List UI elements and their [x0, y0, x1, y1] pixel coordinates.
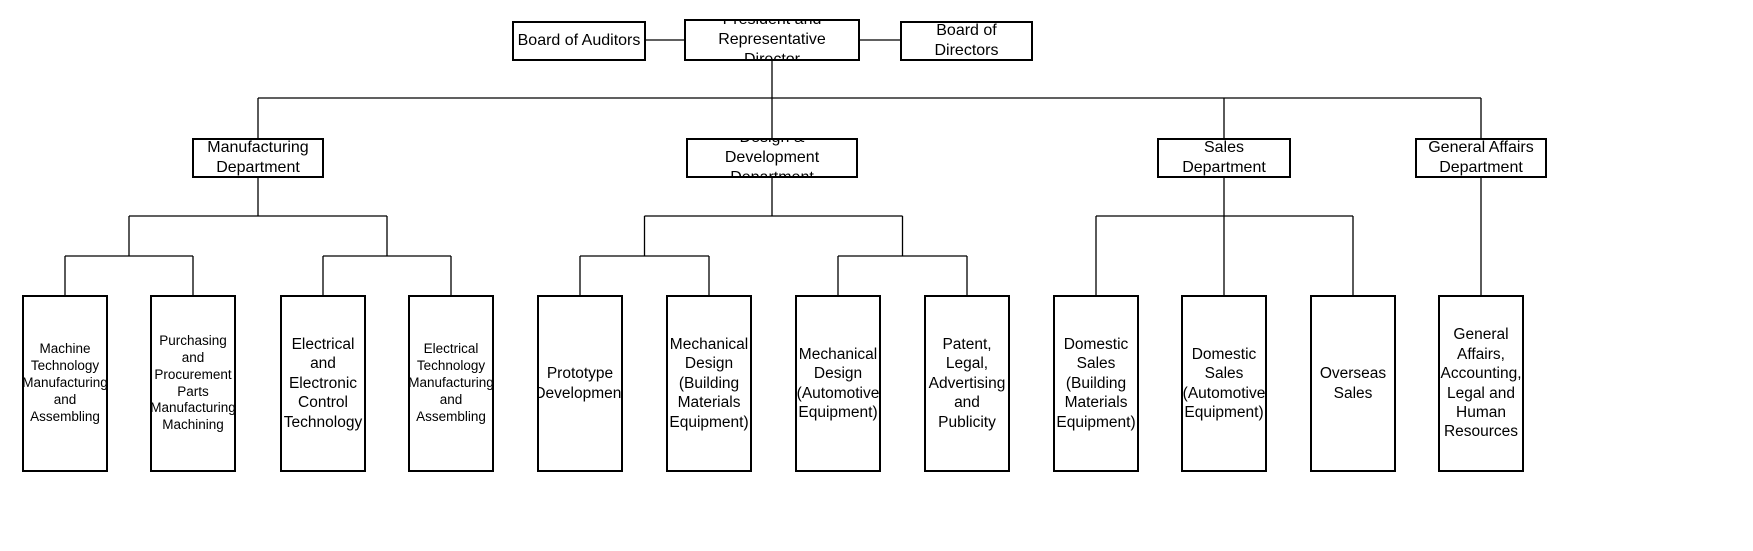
sales-department-box-label: Sales Department — [1182, 139, 1266, 176]
manufacturing-unit-box: Electrical Technology Manufacturing and … — [408, 295, 494, 472]
design-development-unit-box: Mechanical Design (Automotive Equipment) — [795, 295, 881, 472]
sales-unit-box-label: Overseas Sales — [1319, 365, 1387, 402]
design-development-department-box: Design & Development Department — [686, 138, 858, 178]
design-development-unit-box: Prototype Development — [537, 295, 623, 472]
manufacturing-unit-box: Electrical and Electronic Control Techno… — [280, 295, 366, 472]
board-of-directors-box: Board of Directors — [900, 21, 1033, 61]
manufacturing-department-box: Manufacturing Department — [192, 138, 324, 178]
general-affairs-unit-box-label: General Affairs, Accounting, Legal and H… — [1440, 326, 1522, 441]
board-of-directors-box-label: Board of Directors — [934, 22, 999, 59]
manufacturing-unit-box: Purchasing and Procurement Parts Manufac… — [150, 295, 236, 472]
manufacturing-unit-box-label: Electrical Technology Manufacturing and … — [408, 341, 494, 424]
general-affairs-unit-box: General Affairs, Accounting, Legal and H… — [1438, 295, 1524, 472]
sales-unit-box-label: Domestic Sales (Automotive Equipment) — [1182, 345, 1266, 421]
general-affairs-department-box-label: General Affairs Department — [1428, 139, 1534, 176]
design-development-unit-box-label: Mechanical Design (Building Materials Eq… — [669, 336, 749, 431]
manufacturing-unit-box-label: Machine Technology Manufacturing and Ass… — [22, 341, 108, 424]
design-development-department-box-label: Design & Development Department — [724, 140, 820, 178]
design-development-unit-box-label: Prototype Development — [537, 365, 623, 402]
design-development-unit-box-label: Mechanical Design (Automotive Equipment) — [796, 345, 880, 421]
design-development-unit-box: Mechanical Design (Building Materials Eq… — [666, 295, 752, 472]
president-box: President and Representative Director — [684, 19, 860, 61]
sales-department-box: Sales Department — [1157, 138, 1291, 178]
general-affairs-department-box: General Affairs Department — [1415, 138, 1547, 178]
sales-unit-box: Domestic Sales (Automotive Equipment) — [1181, 295, 1267, 472]
manufacturing-unit-box-label: Electrical and Electronic Control Techno… — [283, 336, 363, 431]
design-development-unit-box-label: Patent, Legal, Advertising and Publicity — [928, 336, 1006, 431]
manufacturing-unit-box: Machine Technology Manufacturing and Ass… — [22, 295, 108, 472]
sales-unit-box-label: Domestic Sales (Building Materials Equip… — [1056, 336, 1136, 431]
sales-unit-box: Domestic Sales (Building Materials Equip… — [1053, 295, 1139, 472]
board-of-auditors-box: Board of Auditors — [512, 21, 646, 61]
design-development-unit-box: Patent, Legal, Advertising and Publicity — [924, 295, 1010, 472]
president-box-label: President and Representative Director — [718, 19, 826, 61]
sales-unit-box: Overseas Sales — [1310, 295, 1396, 472]
manufacturing-unit-box-label: Purchasing and Procurement Parts Manufac… — [150, 332, 236, 433]
board-of-auditors-box-label: Board of Auditors — [517, 32, 641, 49]
manufacturing-department-box-label: Manufacturing Department — [207, 139, 309, 176]
